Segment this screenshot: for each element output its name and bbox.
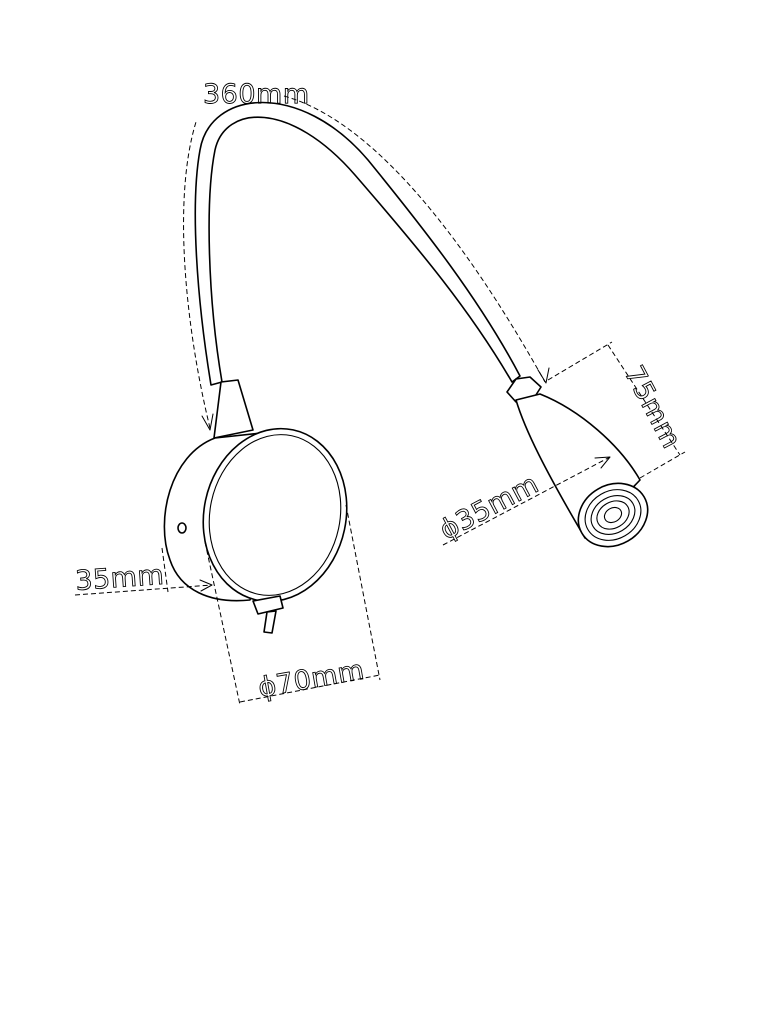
arrow-base-depth [199, 579, 213, 592]
lamp-head [506, 376, 649, 548]
dim-line-head-length [607, 344, 681, 456]
head-lens-ring-3 [596, 500, 630, 530]
arrow-head-diameter [594, 456, 611, 469]
ext-line-base-right [345, 504, 381, 681]
label-head-diameter: ϕ35mm [435, 468, 544, 546]
label-arm-length: 360mm [203, 79, 310, 110]
head-lens-outer [577, 482, 649, 548]
dim-line-arm [183, 95, 546, 429]
dimension-arm-length: 360mm [183, 79, 550, 431]
ext-line-base-left [204, 541, 241, 706]
switch-toggle [263, 610, 277, 634]
base-front-rim [208, 434, 342, 596]
wall-base [163, 379, 348, 634]
ext-line-head-top [547, 341, 613, 381]
label-head-length: 75mm [618, 361, 687, 454]
dimension-base-depth: 35mm [74, 547, 213, 597]
head-lens-ring-1 [584, 489, 642, 541]
arrow-arm-start [201, 413, 214, 431]
dim-line-base-depth [74, 584, 213, 596]
flexible-arm [194, 101, 521, 386]
ext-line-head-bottom [639, 451, 686, 479]
head-lens-ring-2 [590, 495, 636, 535]
label-base-diameter: ϕ70mm [256, 655, 367, 704]
base-side-hole [177, 522, 187, 534]
head-lens-core [603, 506, 623, 524]
switch-housing [252, 595, 284, 615]
label-base-depth: 35mm [74, 560, 165, 597]
arrow-arm-end [537, 367, 550, 384]
base-collar [213, 379, 254, 439]
